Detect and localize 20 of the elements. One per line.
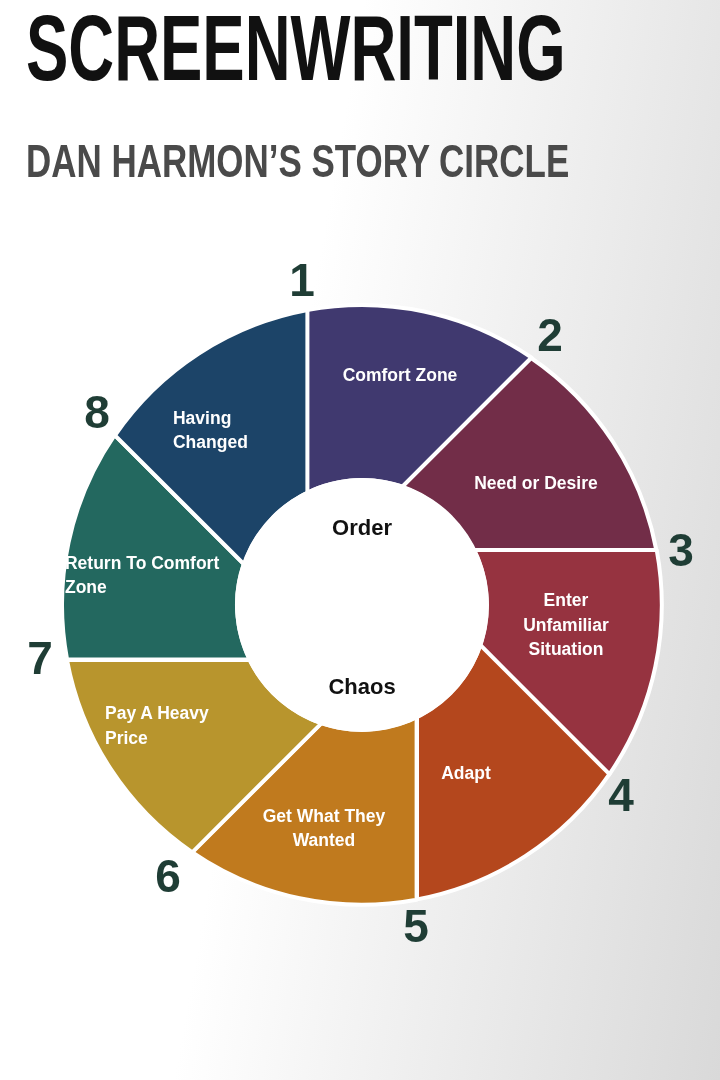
segment-label: Get What They Wanted [261, 804, 387, 852]
segment-label: Return To Comfort Zone [65, 551, 221, 599]
step-number: 6 [155, 853, 181, 899]
step-number: 5 [403, 903, 429, 949]
step-number: 2 [537, 312, 563, 358]
step-number: 4 [608, 772, 634, 818]
step-number: 1 [289, 257, 315, 303]
title: SCREENWRITING [26, 2, 566, 94]
center-label: Chaos [328, 674, 396, 700]
center-label: Order [332, 515, 392, 541]
segment-label: Pay A Heavy Price [105, 701, 210, 749]
segment-label: Need or Desire [473, 471, 599, 495]
segment-label: Adapt [440, 761, 492, 785]
step-number: 7 [27, 635, 53, 681]
segment-label: Having Changed [173, 406, 249, 454]
step-number: 8 [84, 389, 110, 435]
subtitle: DAN HARMON’S STORY CIRCLE [26, 138, 570, 184]
step-number: 3 [668, 527, 694, 573]
segment-label: Enter Unfamiliar Situation [522, 589, 610, 662]
segment-label: Comfort Zone [341, 363, 459, 387]
